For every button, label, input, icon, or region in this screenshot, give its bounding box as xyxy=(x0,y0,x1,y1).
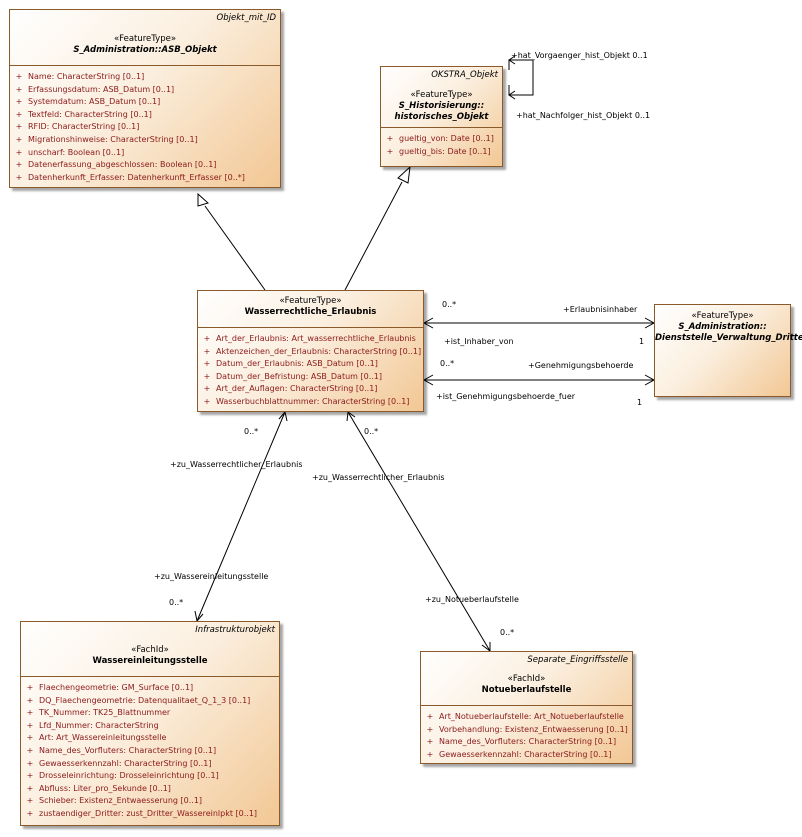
attribute: +Gewaesserkennzahl: CharacterString [0..… xyxy=(26,758,212,768)
class-name: S_Administration::ASB_Objekt xyxy=(73,45,217,55)
attribute: +gueltig_von: Date [0..1] xyxy=(386,134,494,143)
attribute: +Gewaesserkennzahl: CharacterString [0..… xyxy=(426,749,612,759)
class-name-line1: S_Administration:: xyxy=(678,322,767,332)
association-line-notueberlaufstelle xyxy=(347,411,491,652)
class-name-line1: S_Historisierung:: xyxy=(398,101,485,111)
attribute: +Vorbehandlung: Existenz_Entwaesserung [… xyxy=(426,724,628,734)
role-label-ist-inhaber-von: +ist_Inhaber_von xyxy=(444,337,514,346)
self-association-arrow-bottom xyxy=(508,90,516,100)
arrowhead-wassereinleitungsstelle-top xyxy=(278,410,288,422)
multiplicity-label: 0..* xyxy=(442,300,457,309)
class-name-line2: historisches_Objekt xyxy=(394,112,489,122)
attribute: +Art: Art_Wassereinleitungsstelle xyxy=(26,733,167,743)
multiplicity-label: 1 xyxy=(637,398,643,407)
role-label-ist-genehmigungsbehoerde-fuer: +ist_Genehmigungsbehoerde_fuer xyxy=(436,392,576,401)
class-name: Wasserrechtliche_Erlaubnis xyxy=(244,307,377,317)
attribute: +Schieber: Existenz_Entwaesserung [0..1] xyxy=(26,796,203,806)
parent-class-label: Objekt_mit_ID xyxy=(216,13,276,23)
attribute: +Drosseleinrichtung: Drosseleinrichtung … xyxy=(26,771,219,781)
stereotype-label: «FeatureType» xyxy=(410,90,473,100)
attribute: +Flaechengeometrie: GM_Surface [0..1] xyxy=(26,683,194,692)
attribute: +Datum_der_Erlaubnis: ASB_Datum [0..1] xyxy=(203,359,378,369)
attribute: +Name: CharacterString [0..1] xyxy=(15,72,145,81)
stereotype-label: «FeatureType» xyxy=(113,34,177,44)
parent-class-label: Separate_Eingriffsstelle xyxy=(527,655,628,665)
role-label-zu-wr-erlaubnis-right: +zu_Wasserrechtlicher_Erlaubnis xyxy=(312,473,445,482)
class-notueberlaufstelle[interactable]: Separate_Eingriffsstelle «FachId» Notueb… xyxy=(420,651,633,764)
generalization-arrowhead-historisches-objekt xyxy=(397,165,411,184)
generalization-arrowhead-asb-objekt xyxy=(197,192,209,207)
class-name-line2: Dienststelle_Verwaltung_Dritter xyxy=(655,333,802,343)
role-label-zu-wassereinleitungsstelle: +zu_Wassereinleitungsstelle xyxy=(154,572,269,581)
attribute: +Datum_der_Befristung: ASB_Datum [0..1] xyxy=(203,371,383,381)
arrowhead-genehmigungsbehoerde-left xyxy=(422,374,434,386)
multiplicity-label: 0..* xyxy=(440,359,455,368)
attribute: +zustaendiger_Dritter: zust_Dritter_Wass… xyxy=(26,808,258,818)
class-header: Infrastrukturobjekt «FachId» Wassereinle… xyxy=(21,622,279,677)
attribute: +Name_des_Vorfluters: CharacterString [0… xyxy=(26,745,217,755)
class-header: Objekt_mit_ID «FeatureType» S_Administra… xyxy=(10,10,280,66)
role-label-hat-vorgaenger: +hat_Vorgaenger_hist_Objekt 0..1 xyxy=(511,51,648,60)
stereotype-label: «FachId» xyxy=(131,645,169,655)
attribute-list: +Art_Notueberlaufstelle: Art_Notueberlau… xyxy=(421,706,632,761)
class-historisches-objekt[interactable]: OKSTRA_Objekt «FeatureType» S_Historisie… xyxy=(380,66,503,167)
role-label-erlaubnisinhaber: +Erlaubnisinhaber xyxy=(563,305,638,314)
attribute-list: +gueltig_von: Date [0..1] +gueltig_bis: … xyxy=(381,128,502,158)
attribute: +unscharf: Boolean [0..1] xyxy=(15,147,125,157)
attribute: +Aktenzeichen_der_Erlaubnis: CharacterSt… xyxy=(203,346,422,356)
attribute-list: +Flaechengeometrie: GM_Surface [0..1] +D… xyxy=(21,677,279,821)
parent-class-label: Infrastrukturobjekt xyxy=(195,625,275,635)
attribute: +Wasserbuchblattnummer: CharacterString … xyxy=(203,396,410,406)
class-name: Wassereinleitungsstelle xyxy=(92,656,208,666)
stereotype-label: «FeatureType» xyxy=(279,296,342,306)
multiplicity-label: 0..* xyxy=(500,628,515,637)
generalization-line-asb-objekt xyxy=(204,205,266,291)
attribute: +Erfassungsdatum: ASB_Datum [0..1] xyxy=(15,84,175,94)
attribute: +Migrationshinweise: CharacterString [0.… xyxy=(15,134,198,144)
attribute: +Art_Notueberlaufstelle: Art_Notueberlau… xyxy=(426,712,624,721)
multiplicity-label: 0..* xyxy=(364,427,379,436)
multiplicity-label: 0..* xyxy=(244,427,259,436)
role-label-zu-wr-erlaubnis-left: +zu_Wasserrechtlicher_Erlaubnis xyxy=(170,460,303,469)
class-dienststelle-verwaltung-dritter[interactable]: «FeatureType» S_Administration:: Diensts… xyxy=(654,304,802,397)
role-label-zu-notueberlaufstelle: +zu_Notueberlaufstelle xyxy=(425,595,519,604)
multiplicity-label: 0..* xyxy=(169,598,184,607)
generalization-line-historisches-objekt xyxy=(344,181,403,291)
parent-class-label: OKSTRA_Objekt xyxy=(431,70,498,80)
self-association-line xyxy=(508,59,534,96)
attribute: +Art_der_Erlaubnis: Art_wasserrechtliche… xyxy=(203,334,416,343)
attribute: +Textfeld: CharacterString [0..1] xyxy=(15,109,152,119)
attribute: +Datenherkunft_Erfasser: Datenherkunft_E… xyxy=(15,172,245,182)
role-label-hat-nachfolger: +hat_Nachfolger_hist_Objekt 0..1 xyxy=(516,111,651,120)
class-header: «FeatureType» Wasserrechtliche_Erlaubnis xyxy=(198,291,423,328)
attribute: +Datenerfassung_abgeschlossen: Boolean [… xyxy=(15,160,217,170)
attribute-list: +Name: CharacterString [0..1] +Erfassung… xyxy=(10,66,280,184)
attribute: +Abfluss: Liter_pro_Sekunde [0..1] xyxy=(26,783,171,793)
association-line-wassereinleitungsstelle xyxy=(196,411,286,622)
class-header: OKSTRA_Objekt «FeatureType» S_Historisie… xyxy=(381,67,502,128)
attribute: +Lfd_Nummer: CharacterString xyxy=(26,720,159,730)
self-association-arrow-top xyxy=(508,55,516,65)
class-asb-objekt[interactable]: Objekt_mit_ID «FeatureType» S_Administra… xyxy=(9,9,281,188)
attribute: +Name_des_Vorfluters: CharacterString [0… xyxy=(426,737,617,747)
attribute: +DQ_Flaechengeometrie: Datenqualitaet_Q_… xyxy=(26,695,251,705)
multiplicity-label: 1 xyxy=(639,337,645,346)
arrowhead-notueberlaufstelle-top xyxy=(346,411,356,422)
attribute: +Systemdatum: ASB_Datum [0..1] xyxy=(15,97,161,107)
stereotype-label: «FachId» xyxy=(507,674,546,684)
attribute: +TK_Nummer: TK25_Blattnummer xyxy=(26,708,171,718)
attribute: +Art_der_Auflagen: CharacterString [0..1… xyxy=(203,384,378,394)
class-wassereinleitungsstelle[interactable]: Infrastrukturobjekt «FachId» Wassereinle… xyxy=(20,621,280,826)
class-name: Notueberlaufstelle xyxy=(481,685,572,695)
class-wasserrechtliche-erlaubnis[interactable]: «FeatureType» Wasserrechtliche_Erlaubnis… xyxy=(197,290,424,412)
stereotype-label: «FeatureType» xyxy=(691,311,754,321)
attribute: +gueltig_bis: Date [0..1] xyxy=(386,146,491,156)
role-label-genehmigungsbehoerde: +Genehmigungsbehoerde xyxy=(528,361,634,370)
class-header: Separate_Eingriffsstelle «FachId» Notueb… xyxy=(421,652,632,706)
arrowhead-erlaubnisinhaber-left xyxy=(422,317,434,329)
attribute-list: +Art_der_Erlaubnis: Art_wasserrechtliche… xyxy=(198,328,423,409)
class-header: «FeatureType» S_Administration:: Diensts… xyxy=(655,305,802,344)
attribute: +RFID: CharacterString [0..1] xyxy=(15,122,140,132)
